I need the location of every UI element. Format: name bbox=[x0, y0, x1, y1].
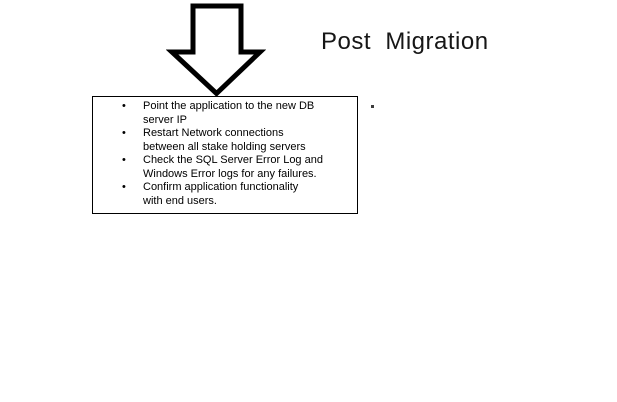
down-arrow-icon bbox=[166, 3, 266, 97]
list-item-text: Confirm application functionality with e… bbox=[143, 181, 299, 207]
list-item: • Point the application to the new DB se… bbox=[93, 100, 357, 127]
list-item-text: Check the SQL Server Error Log and Windo… bbox=[143, 154, 323, 180]
list-item: • Confirm application functionality with… bbox=[93, 181, 357, 208]
post-migration-checklist-box: • Point the application to the new DB se… bbox=[92, 96, 358, 214]
list-item: • Restart Network connections between al… bbox=[93, 127, 357, 154]
bullet-icon: • bbox=[122, 100, 126, 112]
bullet-icon: • bbox=[122, 181, 126, 193]
bullet-icon: • bbox=[122, 127, 126, 139]
list-item-text: Restart Network connections between all … bbox=[143, 127, 306, 153]
list-item-text: Point the application to the new DB serv… bbox=[143, 100, 315, 126]
checklist: • Point the application to the new DB se… bbox=[93, 97, 357, 208]
list-item: • Check the SQL Server Error Log and Win… bbox=[93, 154, 357, 181]
page-title: Post Migration bbox=[321, 28, 489, 55]
stray-dot-mark bbox=[371, 105, 374, 108]
bullet-icon: • bbox=[122, 154, 126, 166]
